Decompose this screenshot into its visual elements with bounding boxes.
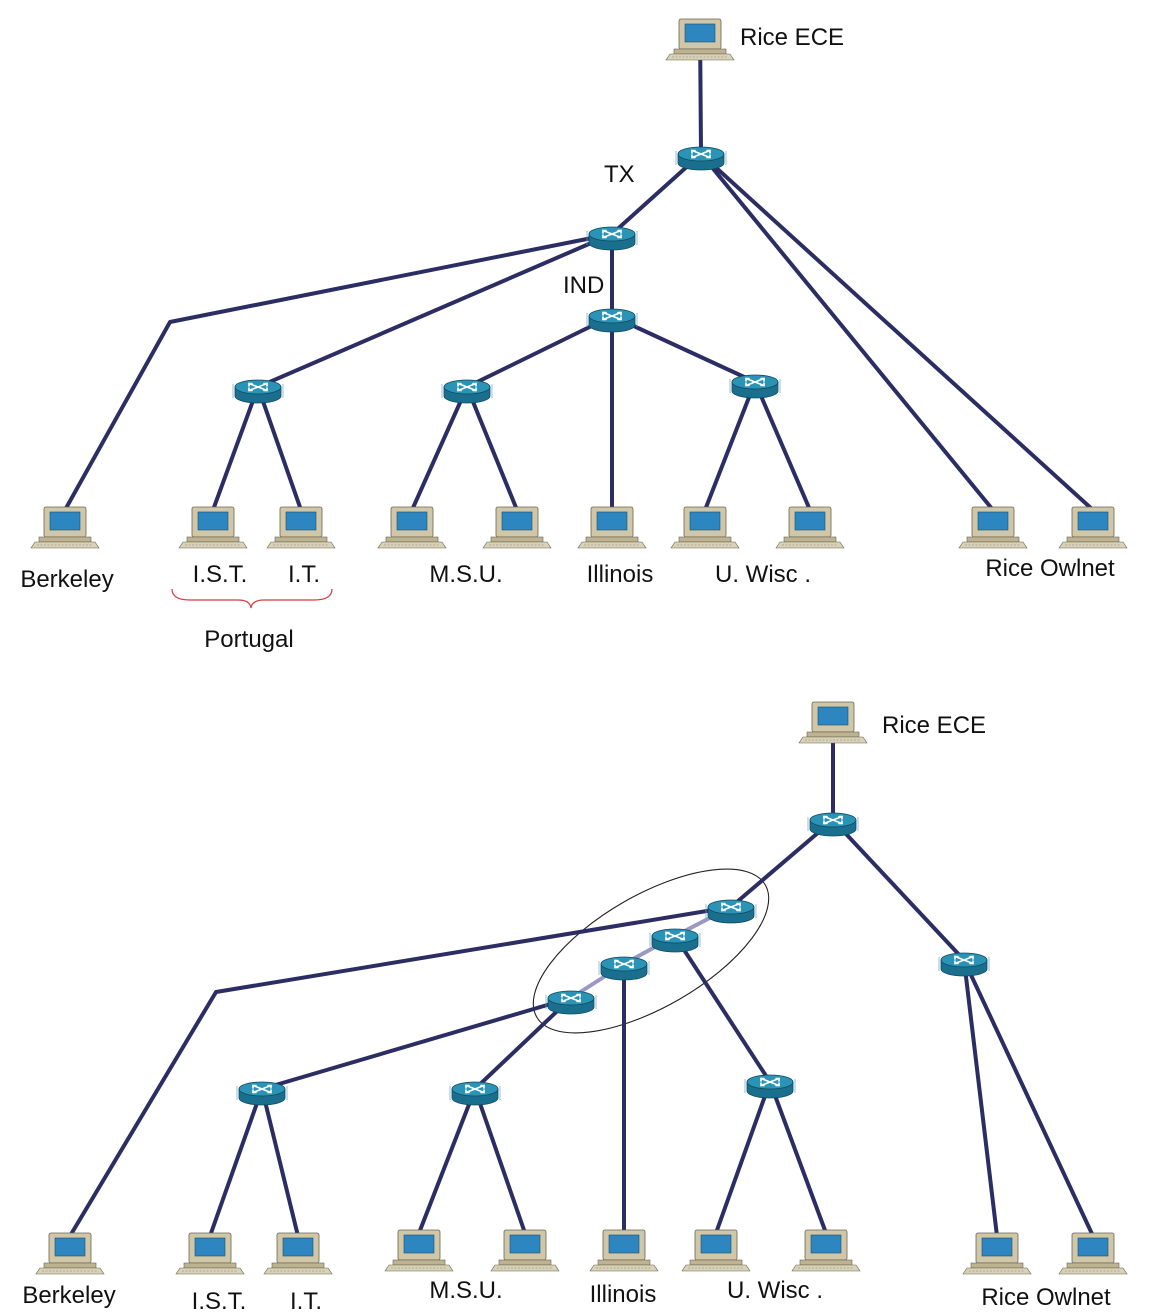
link-r_top-h_owl1: [699, 152, 995, 512]
computer-h-berkeley: [30, 506, 100, 549]
link-r_b4-r_msu: [473, 996, 573, 1091]
label-t-owlnet: Rice Owlnet: [981, 1284, 1111, 1311]
link-r_ind-r_msu: [466, 314, 613, 389]
label-t-portugal: Portugal: [204, 626, 293, 653]
link-r_ind-r_wisc: [611, 314, 756, 384]
link-r_b4-r_portugal: [261, 996, 572, 1091]
router-r-owl: [938, 952, 990, 977]
computer-h-owl1: [958, 506, 1028, 549]
label-h-berkeley: Berkeley: [22, 1282, 115, 1309]
router-r-portugal: [232, 379, 284, 404]
link-r_b1-h_berkeley: [68, 905, 732, 1238]
router-r-msu: [441, 379, 493, 404]
links: [63, 21, 1095, 512]
router-r-top: [675, 146, 727, 171]
link-r_top-r_owl: [831, 818, 966, 962]
label-h-ist: I.S.T.: [192, 1288, 247, 1315]
router-r-b4: [545, 990, 597, 1015]
link-r_owl-h_owl2: [962, 959, 1095, 1237]
label-t-tx: TX: [604, 161, 635, 188]
computer-h-rice-ece: [798, 701, 868, 744]
label-t-ind: IND: [563, 272, 604, 299]
link-r_portugal-h_it: [260, 1088, 300, 1237]
label-h-illinois: Illinois: [587, 561, 654, 588]
network-diagram-1: Rice ECE Berkeley I.S.T. I.T. Illinois TX IND M…: [20, 18, 1128, 653]
computer-h-ist: [175, 1232, 245, 1275]
label-h-illinois: Illinois: [590, 1281, 657, 1308]
link-r_msu-h_msu1: [410, 386, 469, 511]
computer-h-it: [263, 1232, 333, 1275]
computer-h-rice-ece: [665, 18, 735, 61]
computer-h-ist: [178, 506, 248, 549]
router-r-b1: [705, 899, 757, 924]
link-r_tx-r_portugal: [257, 232, 613, 389]
router-r-portugal: [236, 1081, 288, 1106]
label-t-msu: M.S.U.: [429, 1277, 502, 1304]
router-r-b3: [598, 956, 650, 981]
computer-h-illinois: [577, 506, 647, 549]
link-r_portugal-h_ist: [211, 386, 260, 511]
network-diagram-2: Rice ECE Berkeley I.S.T. I.T. Illinois M.S.U.…: [22, 701, 1128, 1315]
link-r_b2-r_wisc: [673, 934, 772, 1084]
router-r-wisc: [744, 1074, 796, 1099]
label-h-berkeley: Berkeley: [20, 566, 113, 593]
portugal-brace: [171, 588, 333, 609]
router-r-tx: [586, 226, 638, 251]
computer-h-msu1: [384, 1229, 454, 1272]
link-r_msu-h_msu1: [417, 1088, 477, 1234]
computer-h-msu1: [377, 506, 447, 549]
link-r_tx-h_berkeley: [63, 232, 613, 511]
router-r-ind: [586, 308, 638, 333]
computer-h-owl1: [962, 1232, 1032, 1275]
label-t-wisc: U. Wisc .: [715, 561, 811, 588]
label-t-msu: M.S.U.: [429, 561, 502, 588]
router-r-b2: [649, 928, 701, 953]
link-r_wisc-h_wisc2: [753, 381, 812, 511]
computer-h-berkeley: [35, 1232, 105, 1275]
label-h-it: I.T.: [288, 561, 320, 588]
backbone-ellipse: [532, 868, 770, 1034]
router-r-wisc: [729, 374, 781, 399]
links: [68, 705, 1095, 1238]
link-r_top-r_b1: [729, 818, 835, 909]
label-h-ist: I.S.T.: [193, 561, 248, 588]
router-r-top: [807, 812, 859, 837]
label-t-owlnet: Rice Owlnet: [985, 555, 1115, 582]
label-h-rice-ece: Rice ECE: [740, 24, 844, 51]
computer-h-wisc2: [775, 506, 845, 549]
computer-h-wisc1: [670, 506, 740, 549]
label-t-wisc: U. Wisc .: [727, 1277, 823, 1304]
computer-h-owl2: [1058, 506, 1128, 549]
computer-h-illinois: [589, 1229, 659, 1272]
computer-h-wisc1: [681, 1229, 751, 1272]
link-r_wisc-h_wisc1: [714, 1081, 772, 1234]
link-r_msu-h_msu2: [473, 1088, 527, 1234]
label-h-it: I.T.: [290, 1288, 322, 1315]
link-r_portugal-h_it: [256, 386, 303, 511]
link-r_portugal-h_ist: [208, 1088, 264, 1237]
computer-h-msu2: [482, 506, 552, 549]
router-r-msu: [449, 1081, 501, 1106]
computer-h-msu2: [490, 1229, 560, 1272]
link-r_owl-h_owl1: [962, 959, 999, 1237]
link-r_wisc-h_wisc2: [768, 1081, 828, 1234]
link-r_msu-h_msu2: [465, 386, 519, 511]
computer-h-owl2: [1058, 1232, 1128, 1275]
link-r_wisc-h_wisc1: [703, 381, 757, 511]
computer-h-wisc2: [791, 1229, 861, 1272]
link-r_top-h_owl2: [699, 152, 1095, 512]
label-h-rice-ece: Rice ECE: [882, 712, 986, 739]
computer-h-it: [266, 506, 336, 549]
